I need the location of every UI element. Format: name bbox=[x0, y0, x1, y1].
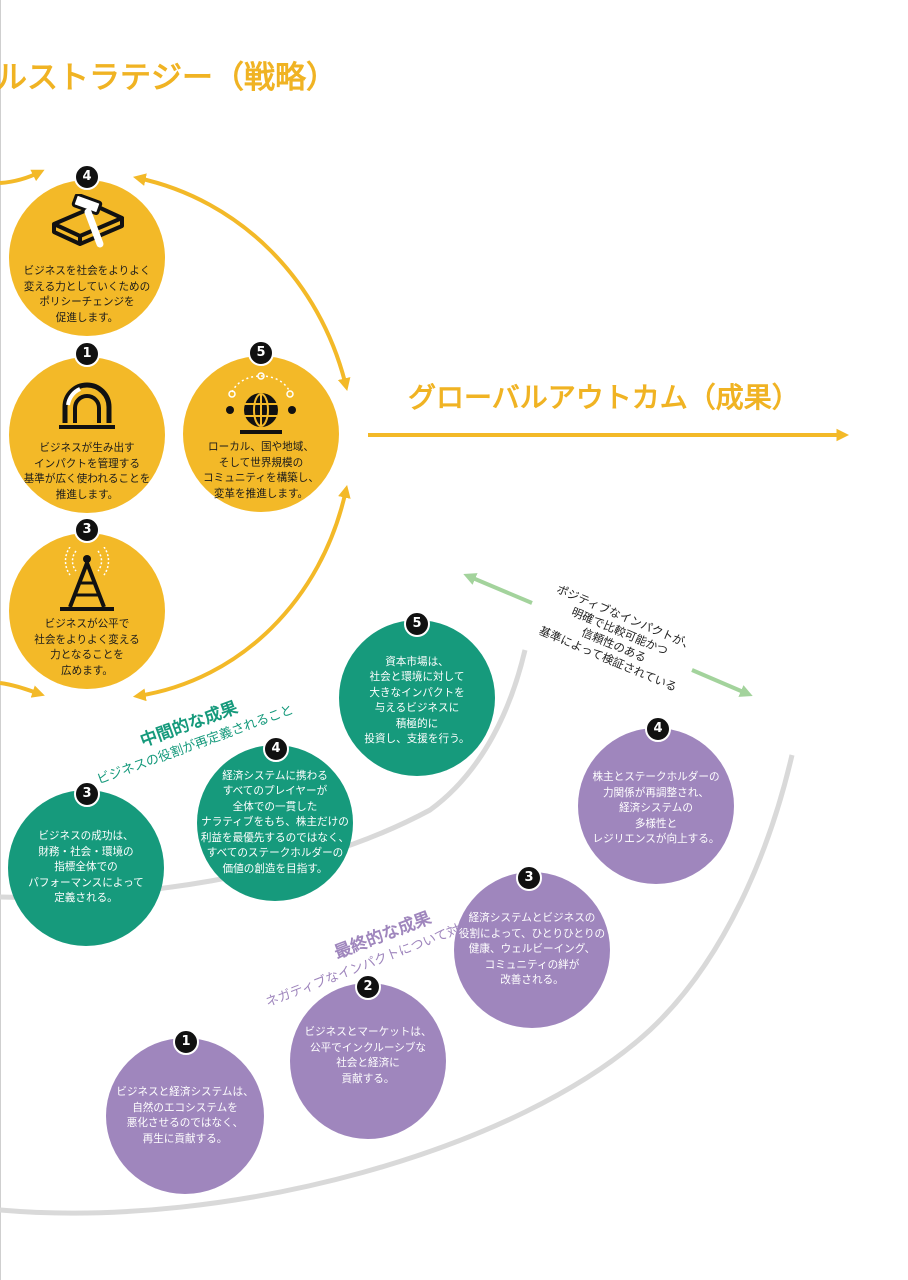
final-badge-resilience: 4 bbox=[645, 716, 671, 742]
final-arc bbox=[0, 754, 795, 1216]
verify-arrow-left bbox=[463, 573, 533, 605]
final-circle-ecosystem: ビジネスと経済システムは、自然のエコシステムを悪化させるのではなく、再生に貢献す… bbox=[106, 1038, 264, 1194]
strategy-text-narrative: ビジネスが公平で社会をよりよく変える力となることを広めます。 bbox=[34, 618, 140, 677]
strategy-text-standards: ビジネスが生み出すインパクトを管理する基準が広く使われることを推進します。 bbox=[23, 442, 151, 501]
cycle-arrow-left-top bbox=[0, 169, 45, 185]
strategy-text-policy: ビジネスを社会をよりよく変える力としていくためのポリシーチェンジを促進します。 bbox=[23, 265, 151, 324]
cycle-arrow-left-bottom bbox=[0, 681, 45, 698]
strategy-title: ルストラテジー（戦略） bbox=[0, 60, 337, 96]
final-text-wellbeing: 経済システムとビジネスの役割によって、ひとりひとりの健康、ウェルビーイング、コミ… bbox=[458, 912, 606, 987]
meter-gauge-icon bbox=[59, 382, 115, 429]
intermediate-text-capital: 資本市場は、社会と環境に対して大きなインパクトを与えるビジネスに積極的に投資し、… bbox=[364, 655, 470, 746]
final-circle-inclusive: ビジネスとマーケットは、公平でインクルーシブな社会と経済に貢献する。 bbox=[290, 983, 446, 1139]
final-text-ecosystem: ビジネスと経済システムは、自然のエコシステムを悪化させるのではなく、再生に貢献す… bbox=[116, 1086, 254, 1145]
intermediate-badge-narrative: 4 bbox=[263, 736, 289, 762]
strategy-circle-policy: ビジネスを社会をよりよく変える力としていくためのポリシーチェンジを促進します。 bbox=[9, 180, 165, 336]
strategy-circle-narrative: ビジネスが公平で社会をよりよく変える力となることを広めます。 bbox=[9, 533, 165, 689]
final-badge-wellbeing: 3 bbox=[516, 865, 542, 891]
cycle-arrow-bottom bbox=[132, 484, 351, 702]
final-text-inclusive: ビジネスとマーケットは、公平でインクルーシブな社会と経済に貢献する。 bbox=[304, 1026, 432, 1085]
intermediate-circle-narrative: 経済システムに携わるすべてのプレイヤーが全体での一貫したナラティブをもち、株主だ… bbox=[197, 745, 353, 901]
strategy-badge-community: 5 bbox=[248, 340, 274, 366]
strategy-circle-community: ローカル、国や地域、そして世界規模のコミュニティを構築し、変革を推進します。 bbox=[183, 356, 339, 512]
strategy-circle-standards: ビジネスが生み出すインパクトを管理する基準が広く使われることを推進します。 bbox=[9, 357, 165, 513]
cycle-arrow-top bbox=[132, 173, 351, 391]
strategy-text-community: ローカル、国や地域、そして世界規模のコミュニティを構築し、変革を推進します。 bbox=[203, 441, 319, 500]
intermediate-badge-success: 3 bbox=[74, 781, 100, 807]
final-circle-resilience: 株主とステークホルダーの力関係が再調整され、経済システムの多様性とレジリエンスが… bbox=[578, 728, 734, 884]
final-badge-ecosystem: 1 bbox=[173, 1029, 199, 1055]
final-circle-wellbeing: 経済システムとビジネスの役割によって、ひとりひとりの健康、ウェルビーイング、コミ… bbox=[454, 872, 610, 1028]
intermediate-text-narrative: 経済システムに携わるすべてのプレイヤーが全体での一貫したナラティブをもち、株主だ… bbox=[200, 769, 350, 875]
verify-arrow-right bbox=[691, 668, 753, 697]
intermediate-circle-capital: 資本市場は、社会と環境に対して大きなインパクトを与えるビジネスに積極的に投資し、… bbox=[339, 620, 495, 776]
page-edge bbox=[0, 0, 1, 1280]
strategy-badge-narrative: 3 bbox=[74, 517, 100, 543]
outcome-title: グローバルアウトカム（成果） bbox=[408, 381, 800, 414]
broadcast-tower-icon bbox=[60, 547, 114, 611]
gavel-book-icon bbox=[52, 194, 124, 248]
intermediate-text-success: ビジネスの成功は、財務・社会・環境の指標全体でのパフォーマンスによって定義される… bbox=[28, 830, 144, 905]
strategy-badge-policy: 4 bbox=[74, 164, 100, 190]
final-badge-inclusive: 2 bbox=[355, 974, 381, 1000]
strategy-badge-standards: 1 bbox=[74, 341, 100, 367]
intermediate-badge-capital: 5 bbox=[404, 611, 430, 637]
globe-network-icon bbox=[226, 372, 296, 434]
final-text-resilience: 株主とステークホルダーの力関係が再調整され、経済システムの多様性とレジリエンスが… bbox=[592, 771, 720, 846]
intermediate-circle-success: ビジネスの成功は、財務・社会・環境の指標全体でのパフォーマンスによって定義される… bbox=[8, 790, 164, 946]
